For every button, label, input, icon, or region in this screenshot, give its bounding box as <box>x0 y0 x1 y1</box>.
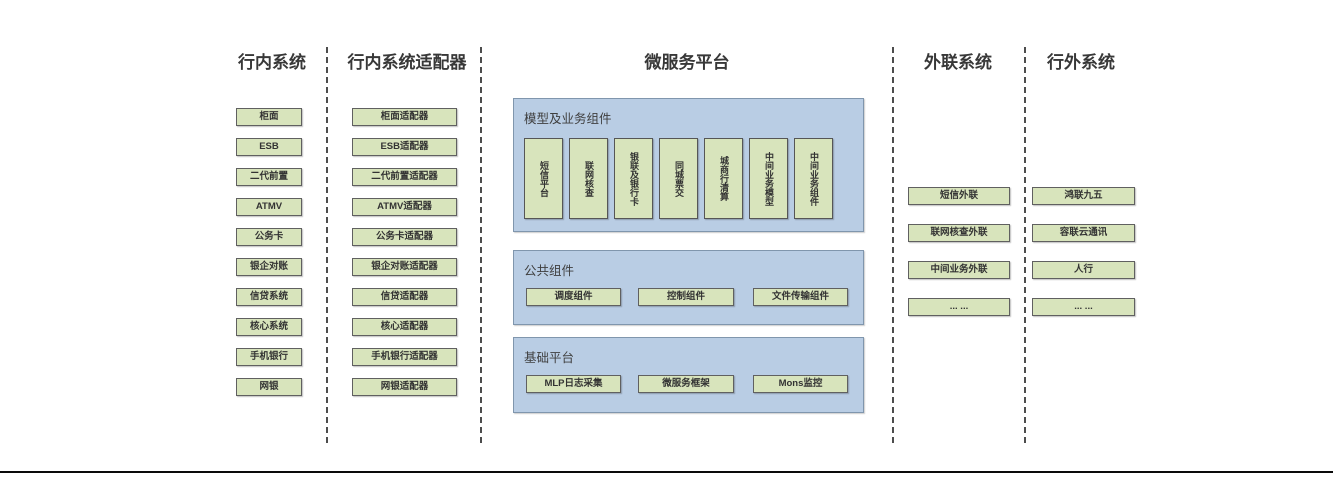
column-header-internal-systems: 行内系统 <box>238 53 306 72</box>
component-label: 中间业务模型 <box>764 151 774 206</box>
external-box: 鸿联九五 <box>1032 187 1135 205</box>
component-label: 城商行清算 <box>719 156 729 201</box>
component-label: 同城票交 <box>674 160 684 197</box>
system-box: ESB <box>236 138 302 156</box>
external-box: 人行 <box>1032 261 1135 279</box>
adapter-box: 公务卡适配器 <box>352 228 457 246</box>
component-box: 文件传输组件 <box>753 288 848 306</box>
column-separator <box>1024 47 1026 443</box>
adapter-box: 手机银行适配器 <box>352 348 457 366</box>
adapter-box: 网银适配器 <box>352 378 457 396</box>
component-box: 短信平台 <box>524 138 563 219</box>
adapter-box: ATMV适配器 <box>352 198 457 216</box>
component-label: 短信平台 <box>539 160 549 197</box>
component-label: 银联及银行卡 <box>629 151 639 206</box>
system-box: 二代前置 <box>236 168 302 186</box>
adapter-box: ESB适配器 <box>352 138 457 156</box>
component-box: Mons监控 <box>753 375 848 393</box>
bottom-rule <box>0 471 1333 473</box>
system-box: 网银 <box>236 378 302 396</box>
system-box: 银企对账 <box>236 258 302 276</box>
adapter-box: 柜面适配器 <box>352 108 457 126</box>
outreach-box: 中间业务外联 <box>908 261 1010 279</box>
system-box: ATMV <box>236 198 302 216</box>
section-label: 公共组件 <box>524 264 575 278</box>
adapter-box: 银企对账适配器 <box>352 258 457 276</box>
component-box: 联网核查 <box>569 138 608 219</box>
component-box: MLP日志采集 <box>526 375 621 393</box>
external-box: 容联云通讯 <box>1032 224 1135 242</box>
adapter-box: 核心适配器 <box>352 318 457 336</box>
component-box: 银联及银行卡 <box>614 138 653 219</box>
column-header-internal-adapters: 行内系统适配器 <box>347 53 467 72</box>
component-box: 城商行清算 <box>704 138 743 219</box>
component-label: 中间业务组件 <box>809 151 819 206</box>
section-base-platform: 基础平台 MLP日志采集 微服务框架 Mons监控 <box>513 337 864 413</box>
system-box: 手机银行 <box>236 348 302 366</box>
section-label: 基础平台 <box>524 351 575 365</box>
outreach-box: 短信外联 <box>908 187 1010 205</box>
column-header-microservice-platform: 微服务平台 <box>644 53 730 72</box>
component-box: 微服务框架 <box>638 375 734 393</box>
component-box: 调度组件 <box>526 288 621 306</box>
component-box: 控制组件 <box>638 288 734 306</box>
outreach-box: 联网核查外联 <box>908 224 1010 242</box>
column-header-outreach-systems: 外联系统 <box>924 53 992 72</box>
system-box: 信贷系统 <box>236 288 302 306</box>
external-box: ... ... <box>1032 298 1135 316</box>
component-box: 同城票交 <box>659 138 698 219</box>
component-box: 中间业务组件 <box>794 138 833 219</box>
adapter-box: 信贷适配器 <box>352 288 457 306</box>
column-header-external-systems: 行外系统 <box>1047 53 1115 72</box>
outreach-box: ... ... <box>908 298 1010 316</box>
section-model-business-components: 模型及业务组件 短信平台 联网核查 银联及银行卡 同城票交 城商行清算 中间业务… <box>513 98 864 232</box>
system-box: 核心系统 <box>236 318 302 336</box>
adapter-box: 二代前置适配器 <box>352 168 457 186</box>
component-box: 中间业务模型 <box>749 138 788 219</box>
column-separator <box>480 47 482 443</box>
system-box: 柜面 <box>236 108 302 126</box>
column-separator <box>326 47 328 443</box>
section-label: 模型及业务组件 <box>524 112 612 126</box>
component-label: 联网核查 <box>584 160 594 197</box>
system-box: 公务卡 <box>236 228 302 246</box>
column-separator <box>892 47 894 443</box>
section-common-components: 公共组件 调度组件 控制组件 文件传输组件 <box>513 250 864 325</box>
